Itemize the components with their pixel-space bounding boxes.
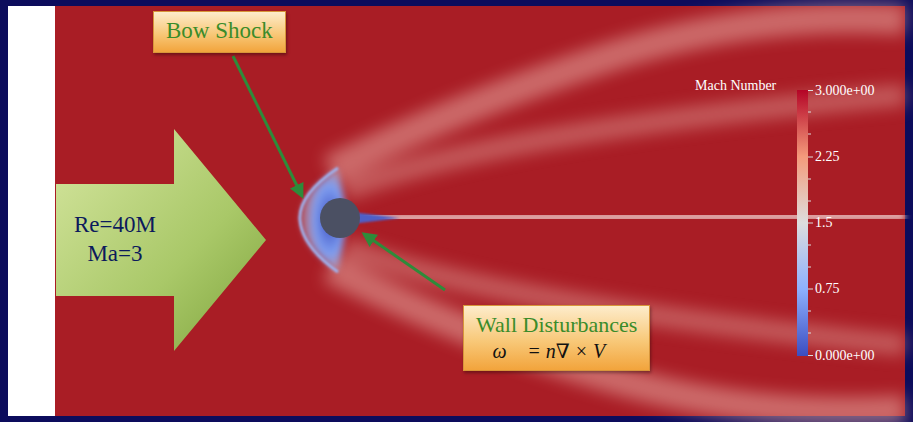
color-bar (797, 90, 808, 356)
panel (8, 6, 905, 416)
tick-label: 0.000e+00 (815, 348, 875, 363)
cylinder (320, 198, 360, 238)
leader-arrow (233, 56, 302, 196)
callout-box: Wall Disturbancesω⃗ = n∇ × V⃗ (463, 305, 650, 371)
node-text: Wall Disturbances (476, 311, 637, 339)
tick-label: 0.75 (815, 281, 840, 296)
tick-label: 1.5 (815, 215, 833, 230)
supersonic-field (55, 6, 905, 416)
node-subtext: ω⃗ = n∇ × V⃗ (476, 339, 637, 364)
leader-arrow (364, 234, 445, 290)
arrow-shape (56, 128, 268, 352)
legend-title: Mach Number (695, 78, 776, 93)
arrow-outline (56, 129, 266, 351)
tick-label: 2.25 (815, 149, 840, 164)
callout-box: Bow Shock (153, 11, 286, 53)
node-subtext: Ma=3 (87, 240, 142, 269)
flow-arrow: Re=40MMa=3 (56, 128, 268, 352)
node-text: Re=40M (74, 211, 156, 240)
wake-cone (330, 18, 905, 411)
node-text: Bow Shock (166, 17, 273, 46)
tick-label: 3.000e+00 (815, 83, 875, 98)
color-bar-ticks (808, 91, 813, 356)
arrow-text-area: Re=40MMa=3 (56, 184, 174, 296)
